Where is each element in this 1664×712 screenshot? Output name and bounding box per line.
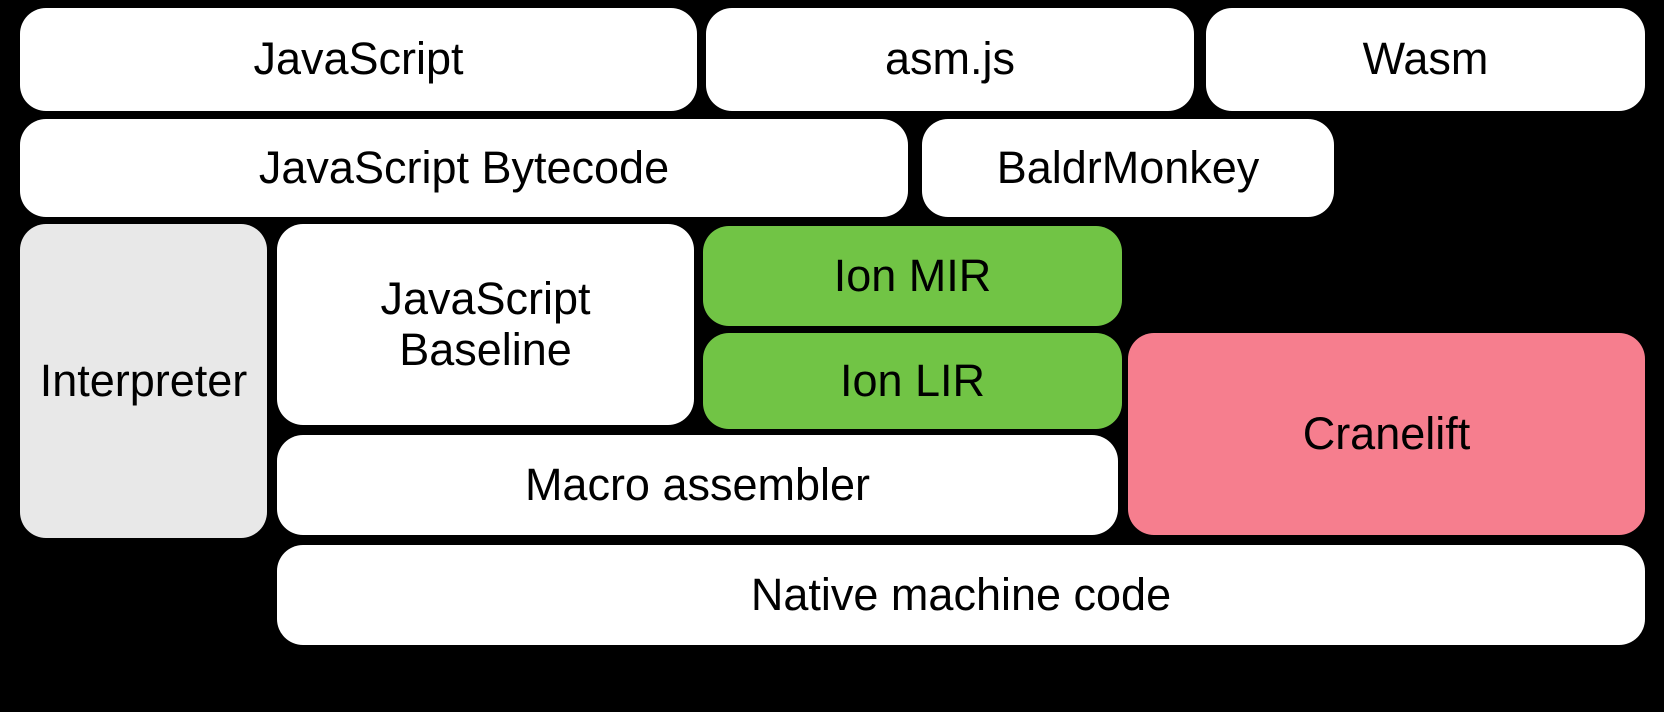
diagram-node-native-machine-code: Native machine code xyxy=(277,545,1645,645)
diagram-node-javascript: JavaScript xyxy=(20,8,697,111)
diagram-node-ion-mir: Ion MIR xyxy=(703,226,1122,326)
diagram-node-baldrmonkey: BaldrMonkey xyxy=(922,119,1334,217)
diagram-node-cranelift: Cranelift xyxy=(1128,333,1645,535)
diagram-node-interpreter: Interpreter xyxy=(20,224,267,538)
diagram-node-javascript-baseline: JavaScript Baseline xyxy=(277,224,694,425)
diagram-node-ion-lir: Ion LIR xyxy=(703,333,1122,429)
diagram-node-wasm: Wasm xyxy=(1206,8,1645,111)
diagram-node-macro-assembler: Macro assembler xyxy=(277,435,1118,535)
diagram-node-javascript-bytecode: JavaScript Bytecode xyxy=(20,119,908,217)
diagram-node-asm-js: asm.js xyxy=(706,8,1194,111)
